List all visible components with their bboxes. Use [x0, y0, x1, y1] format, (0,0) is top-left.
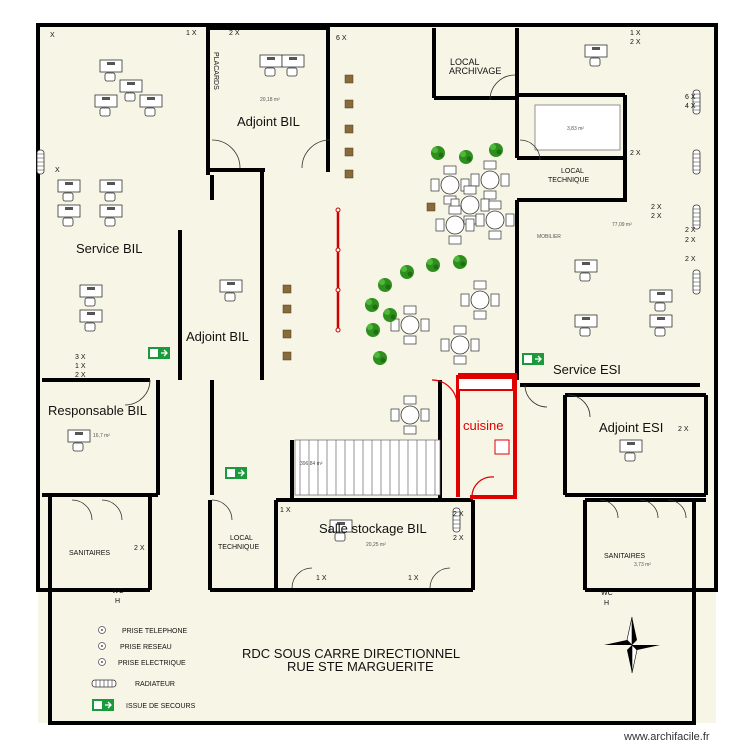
compass-rose-icon	[604, 616, 660, 674]
legend-radiateur: RADIATEUR	[135, 681, 175, 688]
radiator-icon	[91, 679, 117, 688]
count: 1 X	[280, 507, 291, 514]
count: 1 X	[75, 363, 86, 370]
count: 2 X	[134, 545, 145, 552]
room-service-esi: Service ESI	[553, 362, 621, 377]
count: 1 X	[408, 575, 419, 582]
network-socket-icon	[98, 642, 106, 650]
room-local-archivage-l1: LOCAL	[450, 57, 480, 67]
count: 2 X	[630, 39, 641, 46]
count: X	[50, 32, 55, 39]
area-salle-stockage: 20,25 m²	[366, 542, 386, 548]
legend-electrique: PRISE ELECTRIQUE	[118, 660, 186, 667]
count: 1 X	[316, 575, 327, 582]
telephone-socket-icon	[98, 626, 106, 634]
count: 4 X	[685, 103, 696, 110]
plan-title-line2: RUE STE MARGUERITE	[287, 659, 434, 674]
count: 2 X	[229, 30, 240, 37]
count: 2 X	[678, 426, 689, 433]
count: 2 X	[651, 213, 662, 220]
count: 2 X	[685, 256, 696, 263]
count: 1 X	[186, 30, 197, 37]
label-wc-right-h: H	[604, 600, 609, 607]
legend-secours: ISSUE DE SECOURS	[126, 703, 196, 710]
exit-sign-hall	[224, 466, 248, 480]
room-cuisine: cuisine	[463, 418, 503, 433]
count: 2 X	[453, 535, 464, 542]
room-service-bil: Service BIL	[76, 241, 142, 256]
sink	[494, 439, 510, 455]
exit-sign-service-bil	[147, 346, 171, 360]
room-responsable-bil: Responsable BIL	[48, 403, 147, 418]
room-sanitaires-left: SANITAIRES	[69, 550, 110, 557]
count: 2 X	[75, 372, 86, 379]
room-local-archivage-l2: ARCHIVAGE	[449, 66, 501, 76]
count: X	[55, 167, 60, 174]
count: 2 X	[651, 204, 662, 211]
count: 3 X	[75, 354, 86, 361]
area-stair-right: 3,83 m²	[567, 126, 584, 132]
interior-walls	[42, 25, 708, 592]
count: 2 X	[630, 150, 641, 157]
outer-walls	[36, 23, 718, 725]
kitchen	[431, 373, 517, 499]
plan-title-line1: RDC SOUS CARRE DIRECTIONNEL	[242, 646, 460, 661]
electric-socket-icon	[98, 658, 106, 666]
area-responsable-bil: 16,7 m²	[93, 433, 110, 439]
area-adjoint-bil-top: 20,18 m²	[260, 97, 280, 103]
area-service-esi: 77,09 m²	[612, 222, 632, 228]
room-local-technique-left-l2: TECHNIQUE	[218, 544, 260, 551]
watermark: www.archifacile.fr	[623, 731, 710, 743]
label-placards: PLACARDS	[212, 52, 219, 90]
label-wc-right: WC	[601, 590, 613, 597]
count: 6 X	[685, 94, 696, 101]
small-planters	[282, 74, 436, 361]
socket-counts: X 1 X 2 X 6 X 1 X 2 X 6 X 4 X 2 X 2 X 2 …	[50, 30, 696, 582]
room-salle-stockage-bil: Salle stockage BIL	[319, 521, 427, 536]
right-stair	[534, 104, 621, 151]
room-adjoint-bil-mid: Adjoint BIL	[186, 329, 249, 344]
main-stair	[294, 439, 441, 496]
door-swings	[71, 74, 687, 589]
area-hall: 396,84 m²	[300, 461, 323, 467]
count: 2 X	[453, 511, 464, 518]
area-sanitaires-right: 3,73 m²	[634, 562, 651, 568]
exit-sign-service-esi	[521, 352, 545, 366]
count: 1 X	[630, 30, 641, 37]
count: 6 X	[336, 35, 347, 42]
room-adjoint-esi: Adjoint ESI	[599, 420, 663, 435]
legend-telephone: PRISE TELEPHONE	[122, 628, 188, 635]
count: 2 X	[685, 227, 696, 234]
room-local-technique-left-l1: LOCAL	[230, 535, 253, 542]
room-local-technique-right-l2: TECHNIQUE	[548, 177, 590, 184]
label-wc-left-h: H	[115, 598, 120, 605]
count: 2 X	[685, 237, 696, 244]
legend-reseau: PRISE RESEAU	[120, 644, 172, 651]
room-adjoint-bil-top: Adjoint BIL	[237, 114, 300, 129]
emergency-exit-icon	[91, 698, 115, 712]
hall-rail	[335, 207, 341, 333]
room-local-technique-right-l1: LOCAL	[561, 168, 584, 175]
label-mobilier: MOBILIER	[537, 234, 561, 240]
label-wc-left: WC	[112, 588, 124, 595]
room-sanitaires-right: SANITAIRES	[604, 553, 645, 560]
